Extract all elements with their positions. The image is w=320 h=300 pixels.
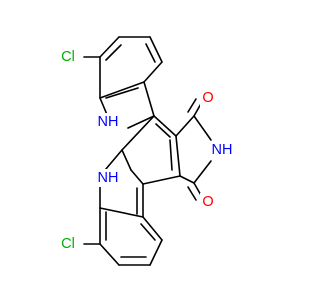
oxygen-label: O [202, 90, 213, 106]
bond [140, 223, 156, 241]
bond [142, 216, 163, 241]
label-background [95, 113, 122, 131]
label-background [200, 193, 216, 211]
bond [121, 149, 132, 171]
chlorine-label: Cl [61, 49, 75, 65]
chlorine-label: Cl [61, 236, 75, 252]
bond [99, 81, 145, 99]
bond [99, 243, 120, 266]
bond [105, 44, 122, 61]
bond [121, 115, 155, 151]
label-background [208, 141, 236, 159]
bond-layer [83, 36, 212, 266]
bond [143, 61, 163, 83]
bond [175, 135, 181, 177]
bond [179, 175, 195, 184]
bond [149, 239, 163, 266]
bond [130, 169, 144, 185]
label-background [200, 89, 216, 107]
bond [99, 207, 144, 218]
bond [143, 81, 155, 117]
bond [187, 186, 197, 201]
bond [105, 87, 139, 99]
atom-nh-lower-indole: NH [95, 169, 122, 187]
atom-oxygen-bottom: O [200, 193, 216, 211]
atom-labels: Cl NH NH NH O O Cl [54, 48, 236, 253]
bond [127, 115, 155, 129]
atom-chlorine-bottom: Cl [54, 235, 82, 253]
bond [187, 98, 197, 113]
bond [142, 175, 181, 185]
bond [169, 139, 173, 171]
label-background [54, 235, 82, 253]
bond [99, 36, 120, 58]
atom-nh-upper-indole: NH [95, 113, 122, 131]
bond [175, 115, 195, 137]
atom-nh-imide: NH [208, 141, 236, 159]
nh-label: NH [98, 170, 119, 186]
chemical-structure: Cl NH NH NH O O Cl [54, 36, 236, 266]
bond [149, 36, 163, 63]
nh-label: NH [98, 114, 119, 130]
bond [193, 160, 212, 184]
atom-oxygen-top: O [200, 89, 216, 107]
nh-label: NH [212, 142, 233, 158]
oxygen-label: O [202, 194, 213, 210]
atom-chlorine-top: Cl [54, 48, 82, 66]
bond [155, 123, 171, 138]
bond [193, 115, 212, 141]
label-background [54, 48, 82, 66]
bond [153, 115, 177, 137]
bond [145, 43, 156, 63]
label-background [95, 169, 122, 187]
